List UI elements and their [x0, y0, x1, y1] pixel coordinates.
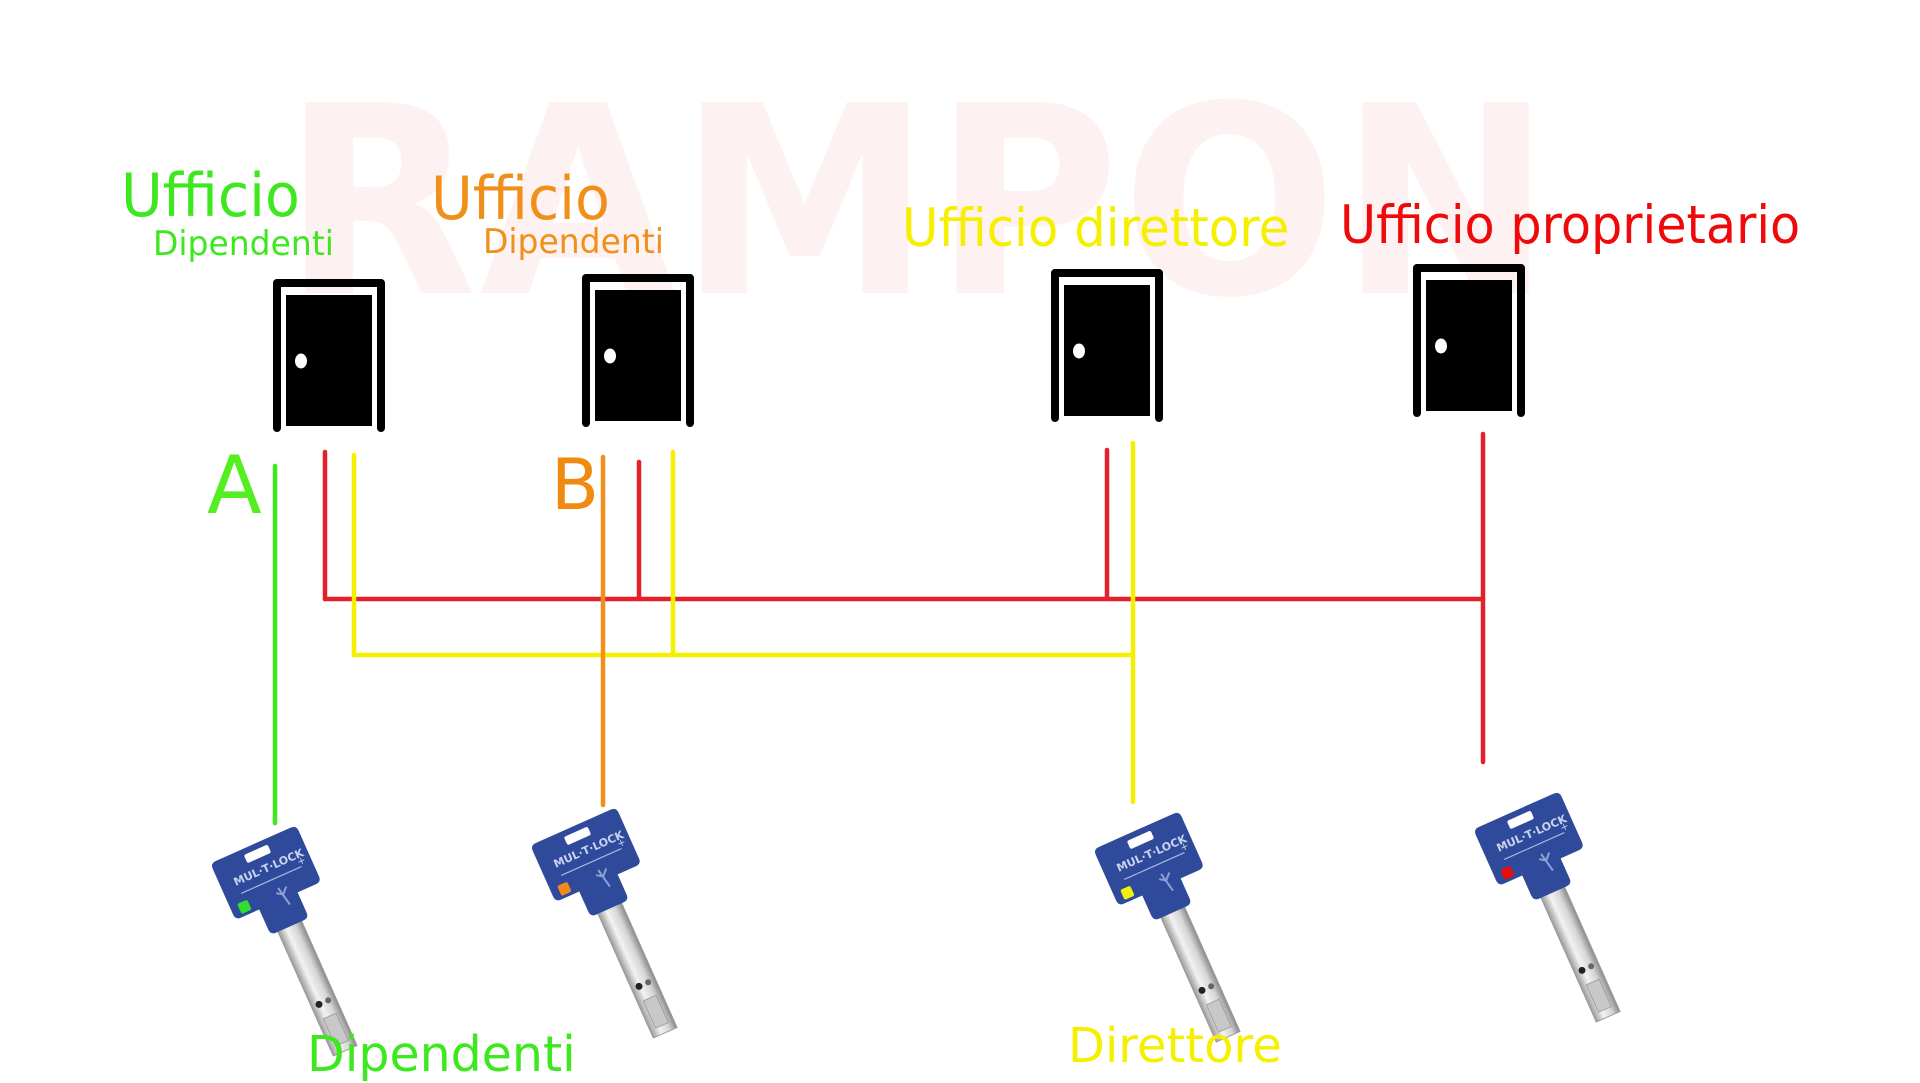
key-tag-red: [1500, 866, 1515, 880]
office-owner-title: Ufficio proprietario: [1340, 195, 1801, 256]
office-a-title: Ufficio: [121, 161, 300, 231]
key-tag-orange: [557, 882, 572, 896]
office-b-title: Ufficio: [431, 164, 610, 234]
key-red[interactable]: [1472, 790, 1653, 1037]
key-group-label-dipendenti: Dipendenti: [307, 1026, 576, 1083]
office-a-subtitle: Dipendenti: [153, 224, 334, 264]
door-marker-b: B: [551, 444, 600, 526]
key-group-label-direttore: Direttore: [1068, 1018, 1282, 1074]
office-director-title: Ufficio direttore: [902, 198, 1290, 259]
key-yellow[interactable]: [1092, 810, 1273, 1057]
key-tag-green: [237, 900, 252, 914]
watermark-text: RAMPON: [282, 50, 1554, 355]
key-orange[interactable]: [529, 806, 710, 1053]
key-tag-yellow: [1120, 886, 1135, 900]
door-marker-a: A: [207, 439, 262, 532]
key-green[interactable]: [209, 824, 390, 1071]
office-b-subtitle: Dipendenti: [483, 222, 664, 262]
